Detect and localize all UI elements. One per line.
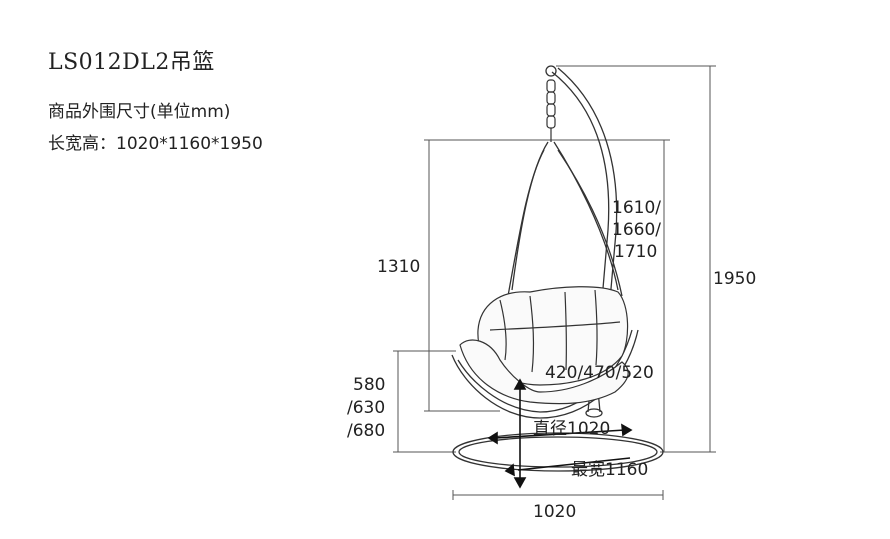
seat-height-label-1: 580 — [353, 375, 385, 395]
stand-frame — [452, 65, 664, 472]
base-diameter-label: 直径1020 — [533, 419, 610, 439]
dimension-lines — [393, 65, 716, 500]
basket-height-label-3: 1710 — [614, 242, 657, 262]
dimension-unit-note: 商品外围尺寸(单位mm) — [48, 102, 231, 122]
total-height-label: 1950 — [713, 269, 756, 289]
overall-dimensions: 长宽高：1020*1160*1950 — [48, 134, 263, 154]
basket-height-label-2: 1660/ — [612, 220, 661, 240]
hanging-chain — [546, 79, 556, 142]
seat-height-label-2: /630 — [347, 398, 385, 418]
basket-height-label-1: 1610/ — [612, 198, 661, 218]
seat-to-top-height-label: 1310 — [377, 257, 420, 277]
seat-cushion — [459, 286, 629, 405]
measurement-arrows — [487, 378, 633, 489]
base-width-label: 1020 — [533, 502, 576, 522]
seat-height-label-3: /680 — [347, 421, 385, 441]
max-width-label: 最宽1160 — [571, 460, 648, 480]
seat-depth-label: 420/470/520 — [545, 363, 654, 383]
product-title: LS012DL2吊篮 — [48, 50, 215, 75]
